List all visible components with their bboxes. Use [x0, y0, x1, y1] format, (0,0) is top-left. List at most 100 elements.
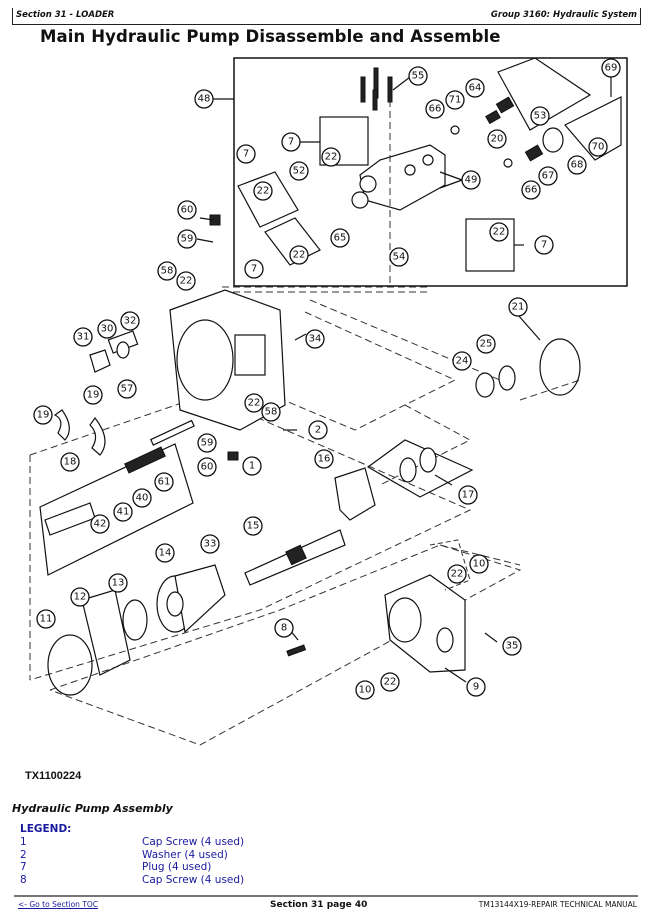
svg-text:22: 22: [180, 276, 193, 287]
callout-65[interactable]: 65: [330, 228, 350, 248]
callout-2[interactable]: 2: [308, 420, 328, 440]
callout-25[interactable]: 25: [476, 334, 496, 354]
callout-34[interactable]: 34: [305, 329, 325, 349]
callout-8[interactable]: 8: [274, 618, 294, 638]
callout-33[interactable]: 33: [200, 534, 220, 554]
callout-22[interactable]: 22: [489, 222, 509, 242]
callout-60[interactable]: 60: [197, 457, 217, 477]
svg-text:33: 33: [204, 539, 217, 550]
section-label: Section 31 - LOADER: [16, 10, 115, 20]
svg-text:34: 34: [309, 334, 322, 345]
callout-59[interactable]: 59: [197, 433, 217, 453]
callout-40[interactable]: 40: [132, 488, 152, 508]
callout-10[interactable]: 10: [469, 554, 489, 574]
svg-text:40: 40: [136, 493, 149, 504]
callout-22[interactable]: 22: [244, 393, 264, 413]
legend-desc: Plug (4 used): [142, 861, 212, 873]
callout-7[interactable]: 7: [534, 235, 554, 255]
svg-text:66: 66: [525, 185, 538, 196]
callout-13[interactable]: 13: [108, 573, 128, 593]
svg-text:41: 41: [117, 507, 130, 518]
svg-text:61: 61: [158, 477, 171, 488]
callout-42[interactable]: 42: [90, 514, 110, 534]
svg-text:22: 22: [384, 677, 397, 688]
callout-19[interactable]: 19: [33, 405, 53, 425]
svg-text:52: 52: [293, 166, 306, 177]
callout-53[interactable]: 53: [530, 106, 550, 126]
manual-id: TM13144X19-REPAIR TECHNICAL MANUAL: [478, 900, 637, 909]
callout-59[interactable]: 59: [177, 229, 197, 249]
callout-54[interactable]: 54: [389, 247, 409, 267]
legend-desc: Cap Screw (4 used): [142, 873, 245, 886]
callout-60[interactable]: 60: [177, 200, 197, 220]
callout-11[interactable]: 11: [36, 609, 56, 629]
callout-21[interactable]: 21: [508, 297, 528, 317]
callout-15[interactable]: 15: [243, 516, 263, 536]
callout-57[interactable]: 57: [117, 379, 137, 399]
callout-55[interactable]: 55: [408, 66, 428, 86]
callout-30[interactable]: 30: [97, 319, 117, 339]
callout-12[interactable]: 12: [70, 587, 90, 607]
callout-24[interactable]: 24: [452, 351, 472, 371]
svg-text:20: 20: [491, 134, 504, 145]
callout-22[interactable]: 22: [253, 181, 273, 201]
callout-48[interactable]: 48: [194, 89, 214, 109]
callout-35[interactable]: 35: [502, 636, 522, 656]
svg-text:8: 8: [281, 623, 287, 634]
callout-18[interactable]: 18: [60, 452, 80, 472]
callout-7[interactable]: 7: [236, 144, 256, 164]
svg-text:22: 22: [325, 152, 338, 163]
svg-text:58: 58: [265, 407, 278, 418]
callout-70[interactable]: 70: [588, 137, 608, 157]
svg-text:22: 22: [248, 398, 261, 409]
legend-desc: Washer (4 used): [142, 848, 228, 861]
callout-9[interactable]: 9: [466, 677, 486, 697]
callout-22[interactable]: 22: [321, 147, 341, 167]
callout-52[interactable]: 52: [289, 161, 309, 181]
callout-32[interactable]: 32: [120, 311, 140, 331]
callout-19[interactable]: 19: [83, 385, 103, 405]
svg-text:13: 13: [112, 578, 125, 589]
callout-1[interactable]: 1: [242, 456, 262, 476]
svg-text:22: 22: [451, 569, 464, 580]
callout-22[interactable]: 22: [447, 564, 467, 584]
callout-67[interactable]: 67: [538, 166, 558, 186]
legend-num: 1: [20, 836, 27, 848]
callout-22[interactable]: 22: [289, 245, 309, 265]
callout-16[interactable]: 16: [314, 449, 334, 469]
callout-61[interactable]: 61: [154, 472, 174, 492]
callout-71[interactable]: 71: [445, 90, 465, 110]
svg-text:68: 68: [571, 160, 584, 171]
callout-49[interactable]: 49: [461, 170, 481, 190]
callout-58[interactable]: 58: [157, 261, 177, 281]
callout-7[interactable]: 7: [244, 259, 264, 279]
callout-7[interactable]: 7: [281, 132, 301, 152]
callout-14[interactable]: 14: [155, 543, 175, 563]
callout-64[interactable]: 64: [465, 78, 485, 98]
callout-58[interactable]: 58: [261, 402, 281, 422]
svg-text:32: 32: [124, 316, 137, 327]
valve-group-frame: [233, 57, 628, 287]
callout-66[interactable]: 66: [425, 99, 445, 119]
callout-22[interactable]: 22: [176, 271, 196, 291]
figure-caption: Hydraulic Pump Assembly: [12, 802, 173, 815]
callout-22[interactable]: 22: [380, 672, 400, 692]
svg-text:64: 64: [469, 83, 482, 94]
section-toc-link[interactable]: <- Go to Section TOC: [18, 900, 99, 909]
gasket: [47, 634, 93, 696]
callout-69[interactable]: 69: [601, 58, 621, 78]
callout-10[interactable]: 10: [355, 680, 375, 700]
page-number: Section 31 page 40: [270, 900, 368, 910]
svg-text:24: 24: [456, 356, 469, 367]
svg-text:67: 67: [542, 171, 555, 182]
callout-66[interactable]: 66: [521, 180, 541, 200]
callout-68[interactable]: 68: [567, 155, 587, 175]
callout-17[interactable]: 17: [458, 485, 478, 505]
callout-41[interactable]: 41: [113, 502, 133, 522]
svg-text:49: 49: [465, 175, 478, 186]
callout-20[interactable]: 20: [487, 129, 507, 149]
callout-31[interactable]: 31: [73, 327, 93, 347]
